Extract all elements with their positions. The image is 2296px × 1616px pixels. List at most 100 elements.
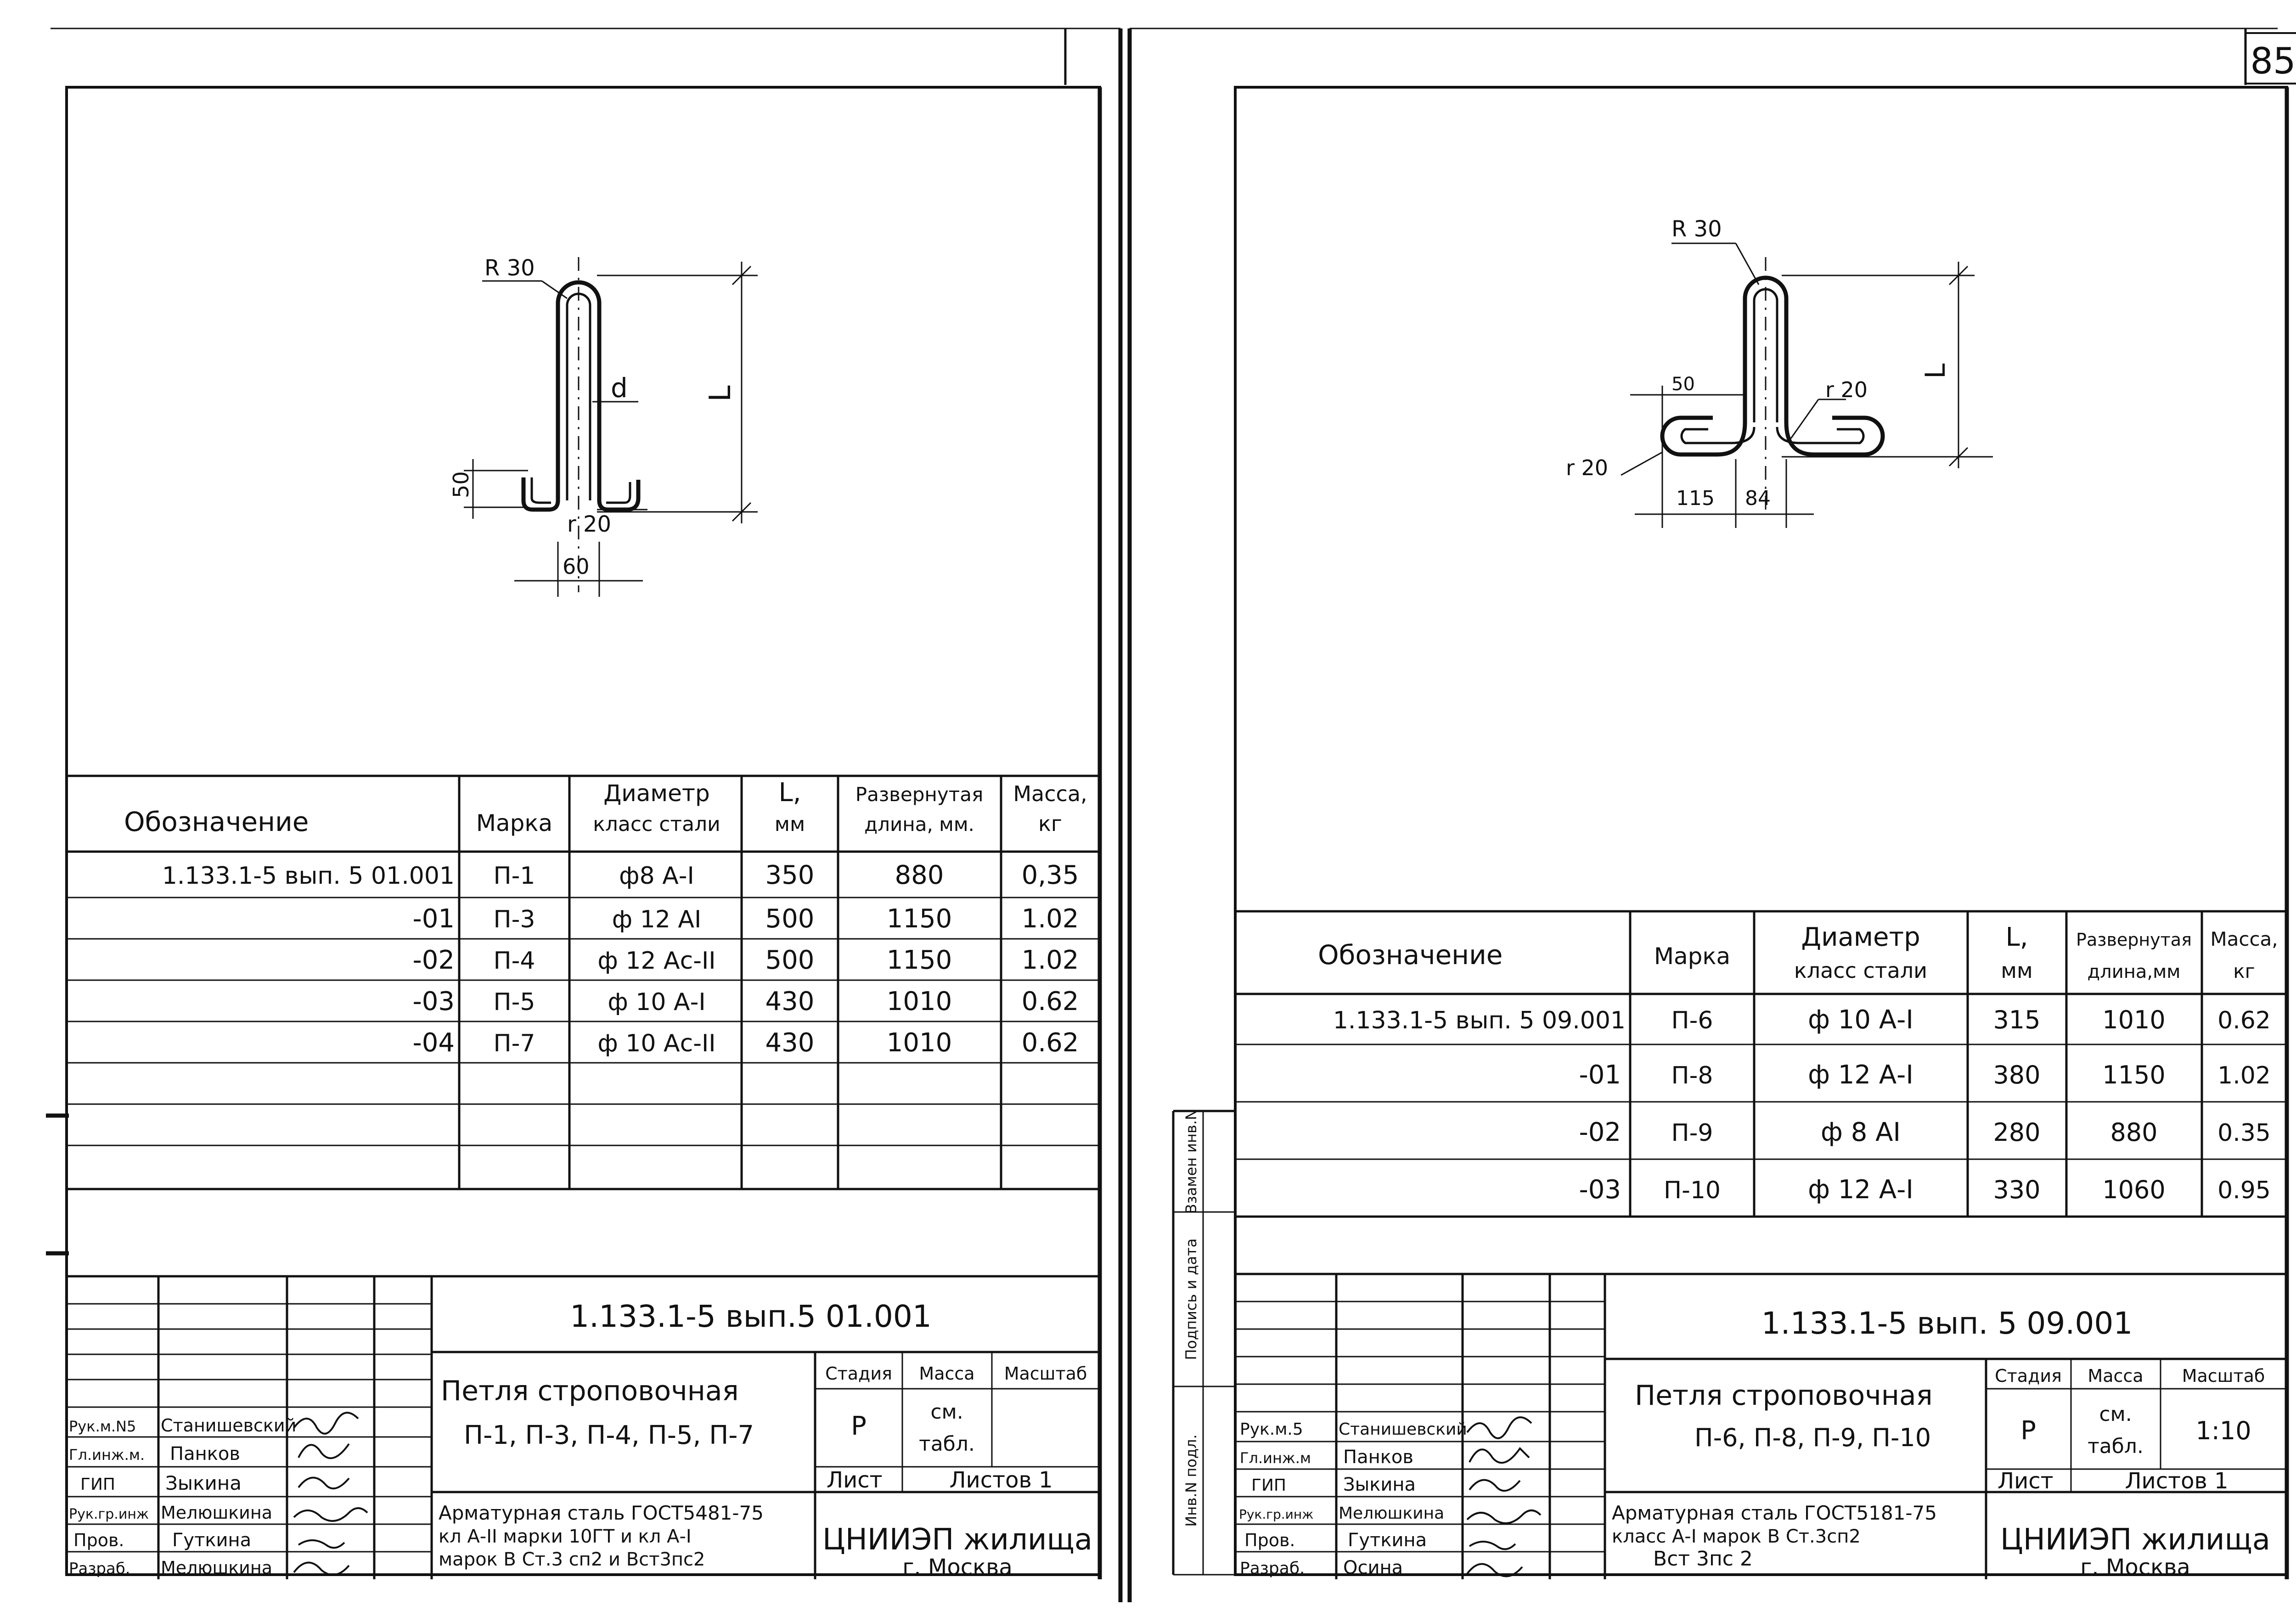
- svg-text:ф 10 Ас-II: ф 10 Ас-II: [597, 1030, 715, 1057]
- svg-text:Зыкина: Зыкина: [165, 1472, 242, 1494]
- svg-text:П-9: П-9: [1671, 1119, 1713, 1147]
- svg-text:0.35: 0.35: [2217, 1119, 2271, 1147]
- svg-text:880: 880: [895, 860, 944, 890]
- material-line-2: кл А-II марки 10ГТ и кл А-I: [439, 1526, 692, 1547]
- signature-row: Гл.инж.м. Панков: [69, 1443, 240, 1464]
- page-number: 85: [2250, 41, 2296, 82]
- sheet-label: Лист: [827, 1467, 883, 1493]
- length-label: L: [1919, 363, 1952, 379]
- bend-left-label: r 20: [1566, 455, 1608, 480]
- table-row: -02 П-4 ф 12 Ас-II 500 1150 1.02: [413, 945, 1079, 975]
- hook-top-label: 50: [1671, 374, 1695, 395]
- svg-text:Рук.м.5: Рук.м.5: [1240, 1420, 1303, 1439]
- bend-right-label: r 20: [1825, 377, 1868, 402]
- signature-row: Пров. Гуткина: [1244, 1530, 1427, 1551]
- svg-text:ф 12 А-I: ф 12 А-I: [1808, 1060, 1913, 1090]
- svg-text:1.133.1-5 вып. 5 01.001: 1.133.1-5 вып. 5 01.001: [162, 862, 455, 890]
- side-label-inventory: Инв.N подл.: [1182, 1434, 1200, 1526]
- header-mass: Масса,: [1013, 781, 1087, 806]
- left-title-block: 1.133.1-5 вып.5 01.001 Петля строповочна…: [67, 1275, 1100, 1580]
- header-length: L,: [779, 778, 801, 808]
- sheets-label: Листов 1: [949, 1467, 1052, 1493]
- svg-text:П-4: П-4: [494, 947, 535, 975]
- header-diameter: Диаметр: [603, 780, 710, 807]
- stage-header: Стадия: [1995, 1366, 2062, 1386]
- scale-value: 1:10: [2195, 1416, 2251, 1445]
- svg-text:Рук.гр.инж: Рук.гр.инж: [1239, 1507, 1313, 1522]
- signature-scribbles: [1466, 1416, 1542, 1577]
- organization: ЦНИИЭП жилища: [2000, 1523, 2270, 1557]
- table-row: -03 П-5 ф 10 А-I 430 1010 0.62: [413, 987, 1079, 1016]
- svg-text:0.62: 0.62: [1022, 1028, 1079, 1058]
- svg-text:1150: 1150: [887, 945, 952, 975]
- signature-row: Рук.м.5 Станишевский: [1240, 1420, 1467, 1439]
- svg-text:430: 430: [765, 987, 815, 1016]
- diameter-label: d: [611, 372, 628, 404]
- header-length-unit: мм: [775, 813, 805, 836]
- header-mark: Марка: [1654, 943, 1730, 970]
- mass-value: см.: [2099, 1403, 2132, 1426]
- svg-text:Мелюшкина: Мелюшкина: [161, 1558, 272, 1578]
- table-row: 1.133.1-5 вып. 5 01.001 П-1 ф8 А-I 350 8…: [162, 860, 1079, 890]
- svg-text:Разраб.: Разраб.: [1240, 1559, 1305, 1578]
- radius-label: R 30: [484, 255, 535, 281]
- signature-row: Рук.м.N5 Станишевский: [69, 1415, 296, 1436]
- radius-label: R 30: [1671, 216, 1722, 242]
- stage-value: Р: [851, 1411, 867, 1441]
- mass-value-2: табл.: [2088, 1435, 2144, 1458]
- svg-text:Осина: Осина: [1343, 1557, 1403, 1578]
- table-row: -01 П-3 ф 12 АI 500 1150 1.02: [413, 904, 1079, 934]
- header-length-unit: мм: [2001, 958, 2032, 983]
- svg-text:380: 380: [1993, 1060, 2040, 1089]
- mass-value-2: табл.: [919, 1432, 975, 1456]
- width-right-label: 84: [1745, 487, 1771, 510]
- left-sheet: R 30 d L 50 r 20 60 Обозначение Марк: [65, 86, 1102, 1580]
- organization: ЦНИИЭП жилища: [822, 1523, 1092, 1557]
- svg-text:1150: 1150: [2102, 1060, 2165, 1089]
- svg-text:ГИП: ГИП: [1251, 1476, 1286, 1495]
- side-label-signature: Подпись и дата: [1182, 1238, 1200, 1360]
- svg-text:-03: -03: [1579, 1175, 1621, 1205]
- left-loop-drawing: R 30 d L 50 r 20 60: [449, 255, 758, 597]
- header-developed-length: длина, мм.: [864, 813, 974, 836]
- svg-text:-04: -04: [413, 1028, 455, 1058]
- header-steel-class: класс стали: [1794, 958, 1927, 983]
- svg-text:Рук.м.N5: Рук.м.N5: [69, 1418, 136, 1435]
- svg-text:Панков: Панков: [1343, 1447, 1413, 1468]
- hook-height-label: 50: [449, 471, 473, 498]
- svg-text:1.02: 1.02: [2217, 1062, 2271, 1089]
- right-loop-drawing: R 30 50 r 20 r 20 L 115 84: [1566, 216, 1993, 528]
- svg-text:Пров.: Пров.: [1244, 1530, 1295, 1550]
- signature-row: ГИП Зыкина: [1251, 1474, 1416, 1495]
- svg-text:Мелюшкина: Мелюшкина: [161, 1503, 272, 1523]
- mass-header: Масса: [2088, 1366, 2143, 1386]
- svg-text:-02: -02: [1579, 1117, 1621, 1147]
- scale-header: Масштаб: [2182, 1366, 2265, 1386]
- svg-text:1.133.1-5 вып. 5 09.001: 1.133.1-5 вып. 5 09.001: [1333, 1007, 1626, 1034]
- width-label: 60: [563, 554, 590, 579]
- material-line-1: Арматурная сталь ГОСТ5181-75: [1612, 1502, 1937, 1524]
- material-line-3: марок В Ст.3 сп2 и Вст3пс2: [439, 1549, 705, 1570]
- mass-header: Масса: [919, 1364, 974, 1384]
- svg-text:Гл.инж.м.: Гл.инж.м.: [69, 1446, 145, 1464]
- document-title: Петля строповочная: [1635, 1380, 1933, 1412]
- svg-text:0.62: 0.62: [2217, 1007, 2271, 1034]
- organization-city: г. Москва: [2080, 1554, 2190, 1580]
- signature-scribbles: [293, 1412, 368, 1576]
- left-spec-table: Обозначение Марка Диаметр класс стали L,…: [67, 774, 1100, 1190]
- table-row: -01 П-8 ф 12 А-I 380 1150 1.02: [1579, 1060, 2271, 1090]
- material-line-3: Вст 3пс 2: [1653, 1547, 1753, 1571]
- header-designation: Обозначение: [124, 806, 309, 837]
- material-line-1: Арматурная сталь ГОСТ5481-75: [439, 1502, 764, 1524]
- right-spec-table: Обозначение Марка Диаметр класс стали L,…: [1235, 910, 2287, 1218]
- svg-text:Мелюшкина: Мелюшкина: [1339, 1504, 1444, 1523]
- svg-text:0.95: 0.95: [2217, 1177, 2271, 1204]
- svg-text:Пров.: Пров.: [73, 1530, 124, 1550]
- svg-text:-03: -03: [413, 987, 455, 1016]
- right-sheet: Взамен инв.N Подпись и дата Инв.N подл.: [1172, 86, 2289, 1580]
- header-steel-class: класс стали: [593, 813, 720, 836]
- stage-value: Р: [2020, 1416, 2036, 1446]
- svg-text:1010: 1010: [887, 987, 952, 1016]
- sheet-label: Лист: [1998, 1468, 2054, 1494]
